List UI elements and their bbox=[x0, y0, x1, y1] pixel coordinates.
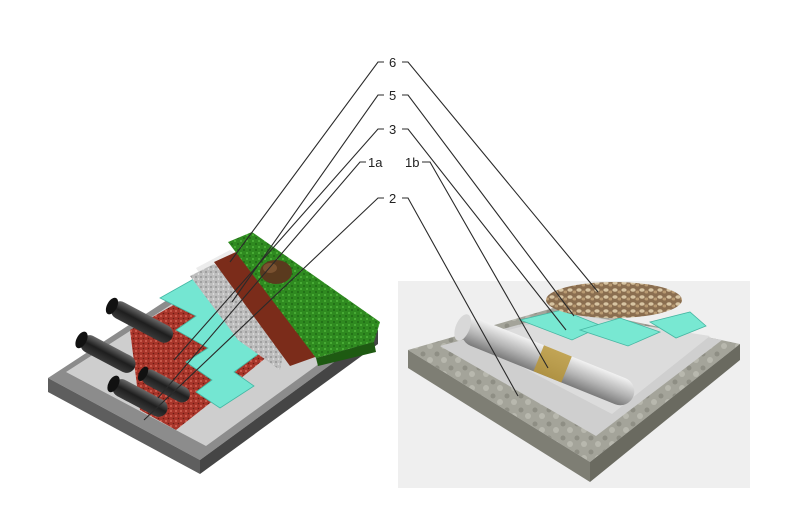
gravel-layer bbox=[190, 264, 290, 370]
membrane-roll-right bbox=[454, 314, 635, 406]
leader-6-left bbox=[229, 61, 384, 263]
callout-labels: 6 5 3 1a 1b 2 bbox=[368, 55, 419, 206]
leader-lines bbox=[143, 61, 599, 421]
concrete-side bbox=[590, 344, 740, 482]
insulation-board-3 bbox=[648, 311, 707, 339]
leader-1b bbox=[422, 161, 549, 369]
concrete-front bbox=[408, 350, 590, 482]
pebble-ballast bbox=[546, 282, 682, 318]
leader-2-left bbox=[143, 197, 384, 421]
base-slab-front bbox=[48, 378, 200, 474]
label-3: 3 bbox=[389, 122, 396, 137]
leader-5-left bbox=[231, 94, 384, 303]
label-1b: 1b bbox=[405, 155, 419, 170]
leader-1a bbox=[157, 161, 366, 399]
left-roof-assembly bbox=[48, 232, 380, 474]
leader-6-right bbox=[402, 61, 599, 293]
base-slab-side bbox=[200, 330, 378, 474]
label-6: 6 bbox=[389, 55, 396, 70]
shrub bbox=[260, 260, 292, 284]
right-roof-assembly bbox=[398, 281, 750, 488]
label-1a: 1a bbox=[368, 155, 383, 170]
membrane-rolls bbox=[75, 297, 190, 417]
label-2: 2 bbox=[389, 191, 396, 206]
grass-edge bbox=[316, 342, 376, 366]
leader-2-right bbox=[402, 197, 519, 397]
label-5: 5 bbox=[389, 88, 396, 103]
leader-3-left bbox=[173, 128, 384, 361]
insulation-board-2 bbox=[578, 317, 662, 347]
leader-3-right bbox=[402, 128, 567, 331]
leader-5-right bbox=[402, 94, 575, 317]
